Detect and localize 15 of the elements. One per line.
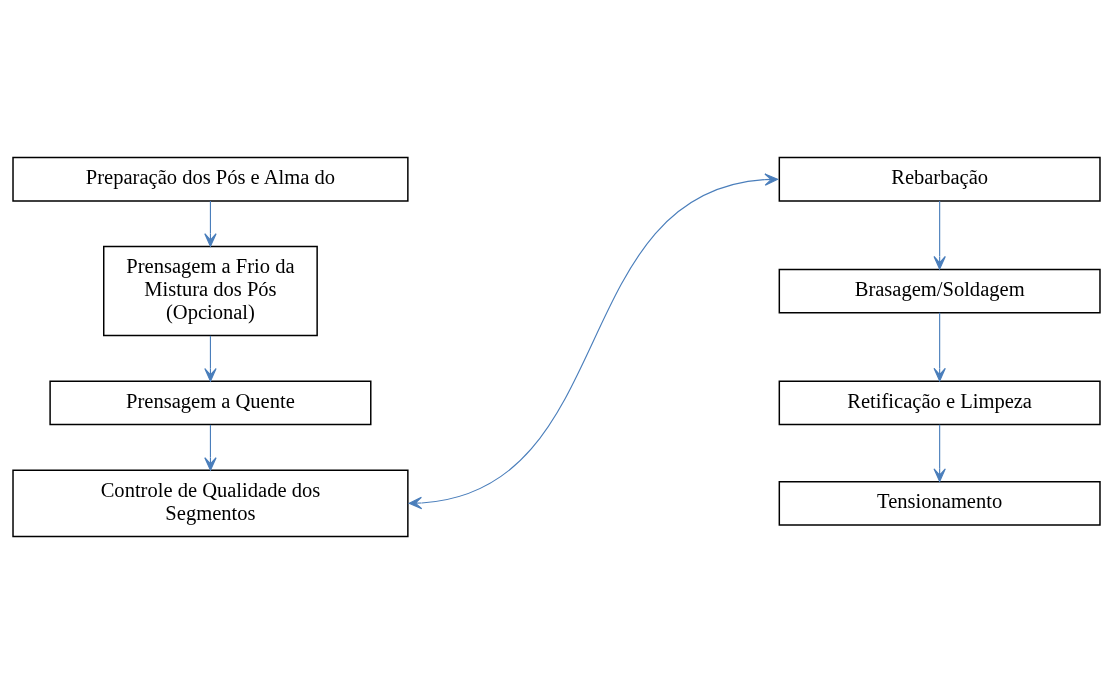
arrow — [408, 172, 779, 509]
arrow — [204, 334, 217, 382]
node-box: Brasagem/Soldagem — [778, 268, 1101, 313]
node-box: Rebarbação — [778, 156, 1101, 202]
node-box: Tensionamento — [778, 480, 1101, 526]
node-box: Prensagem a Frio da Mistura dos Pós (Opcional) — [103, 245, 318, 336]
arrow — [933, 423, 946, 482]
node-box: Preparação dos Pós e Alma do — [12, 156, 409, 202]
node-box: Prensagem a Quente — [49, 380, 372, 425]
arrow — [204, 423, 217, 471]
node-box: Controle de Qualidade dos Segmentos — [12, 469, 409, 537]
arrow — [204, 199, 217, 247]
node-box: Retificação e Limpeza — [778, 380, 1101, 425]
arrow — [933, 311, 946, 381]
arrow — [933, 199, 946, 270]
